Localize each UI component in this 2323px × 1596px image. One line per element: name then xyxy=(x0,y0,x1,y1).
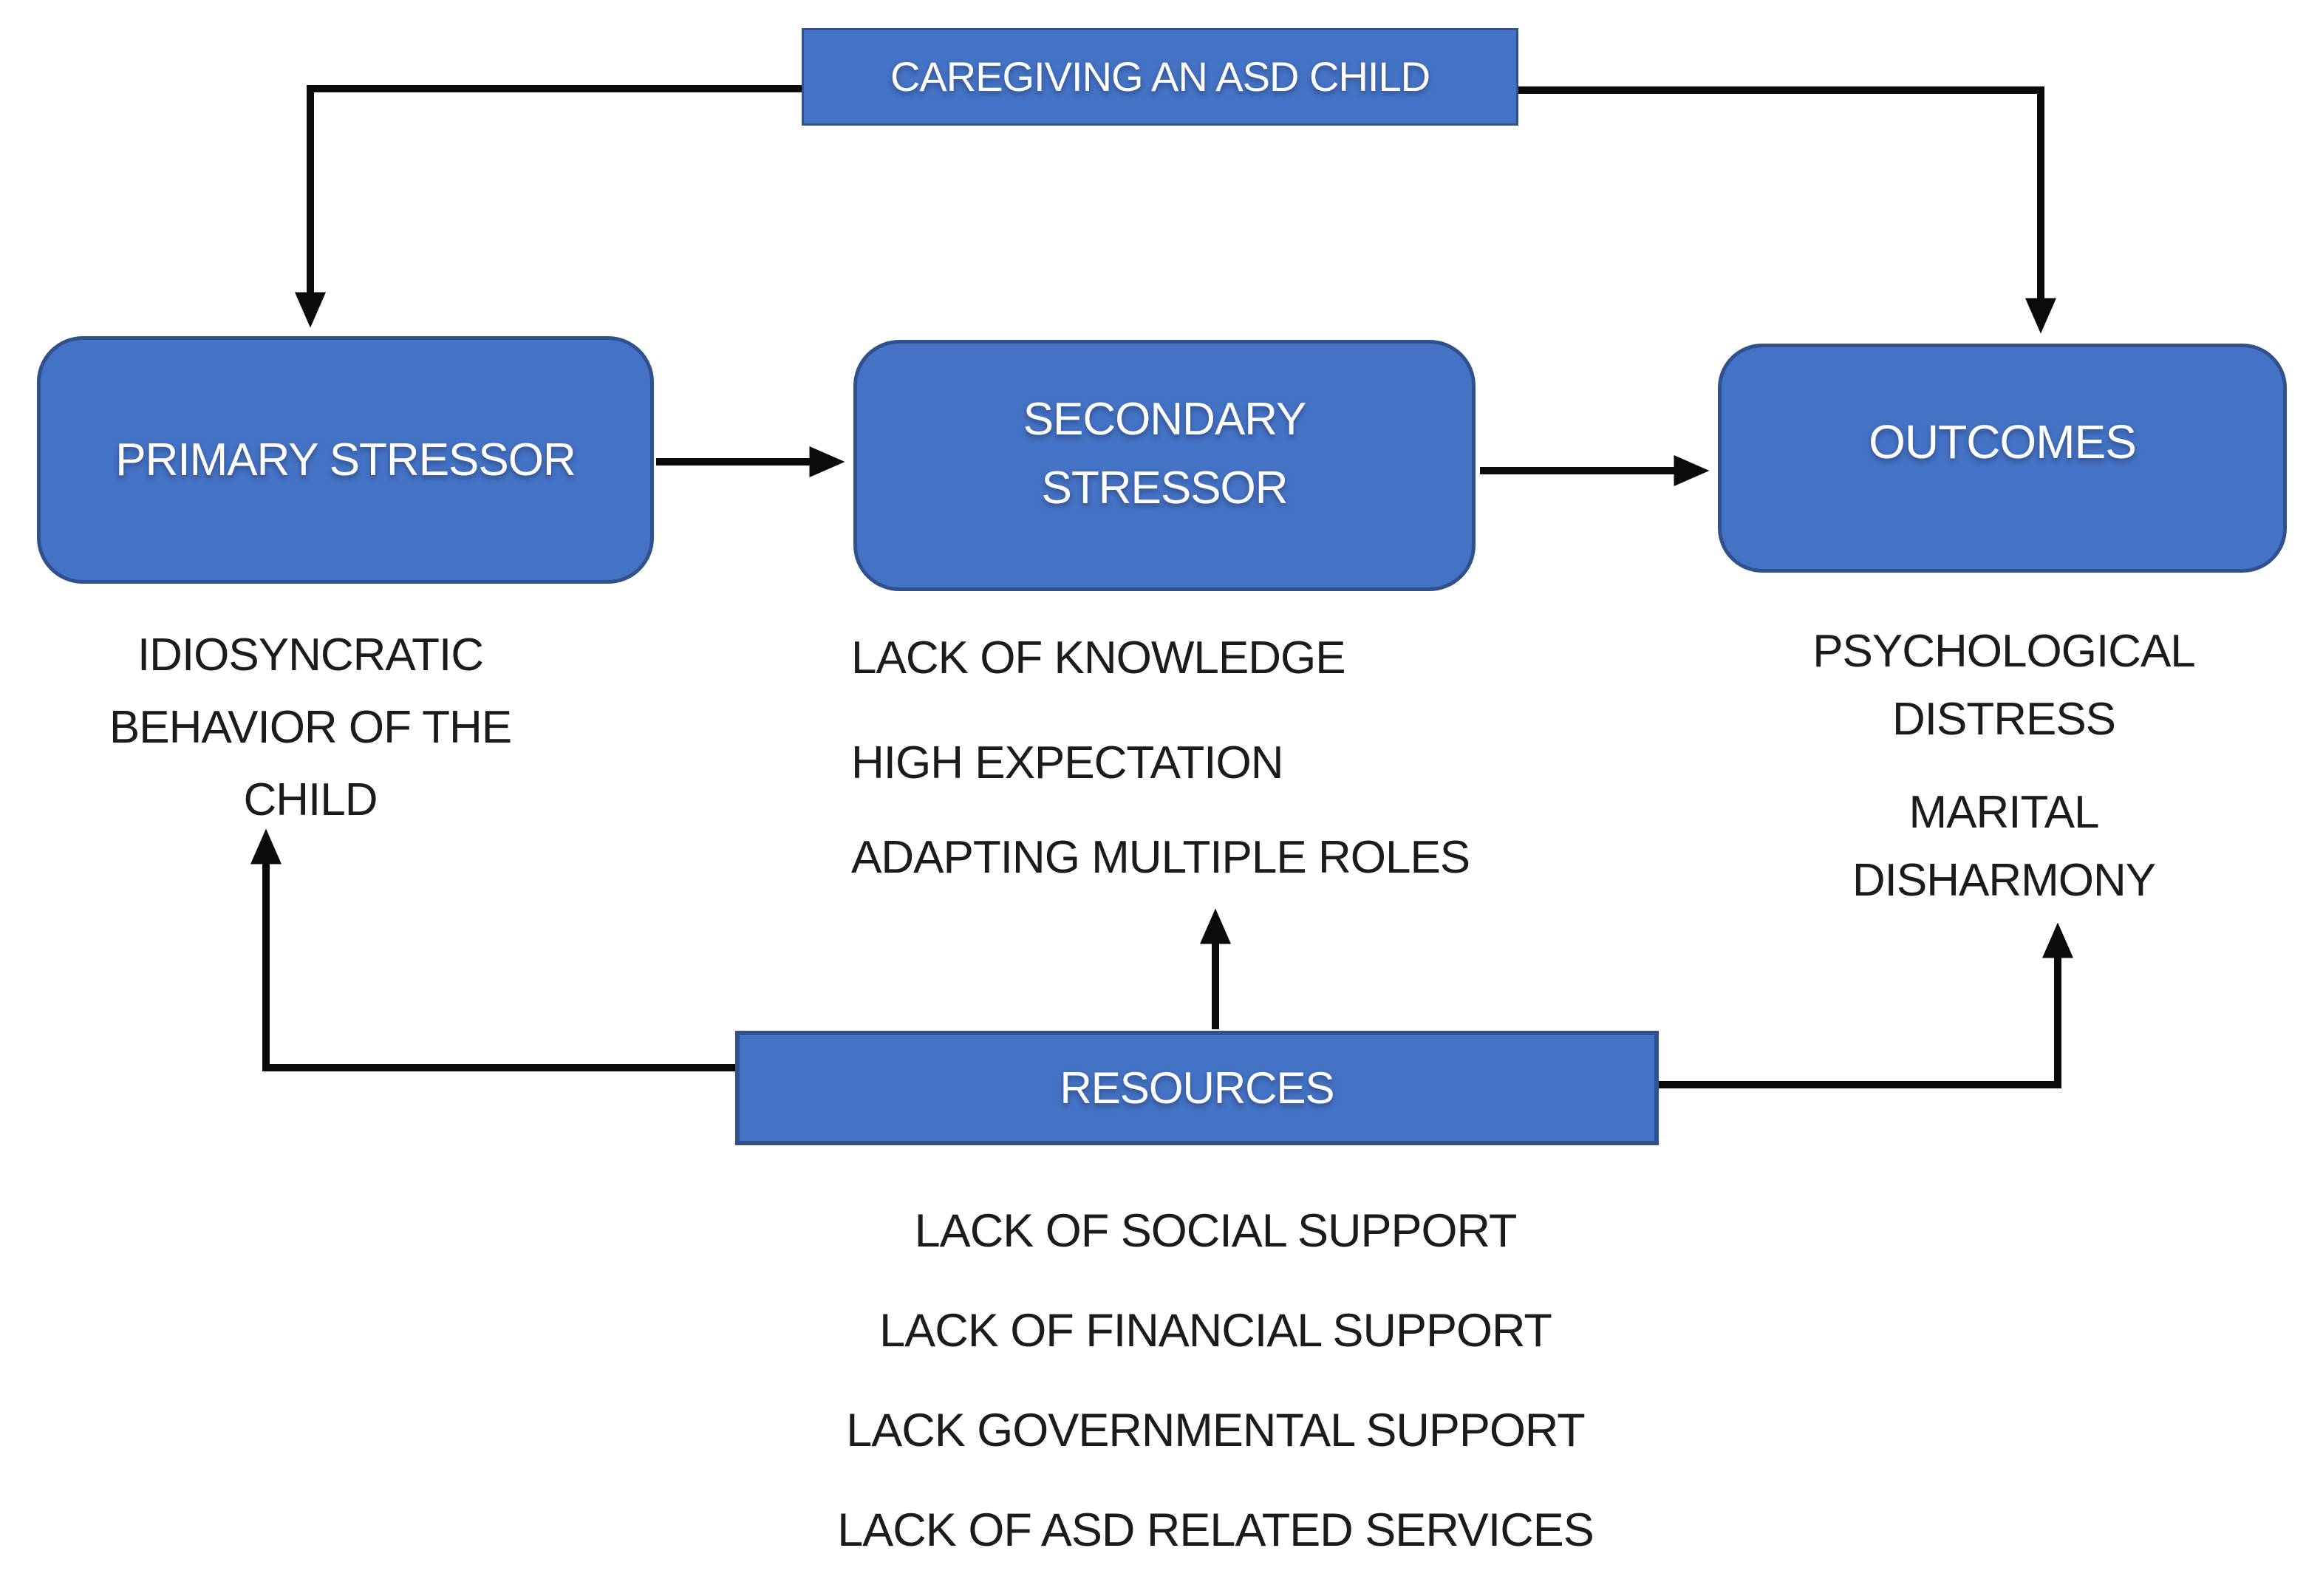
caregiving-box-label: CAREGIVING AN ASD CHILD xyxy=(890,53,1430,100)
outcomes-detail-line: MARITAL xyxy=(1908,787,2099,838)
secondary-stressor-box-label: SECONDARY STRESSOR xyxy=(1023,394,1307,514)
resources-details: LACK OF SOCIAL SUPPORT LACK OF FINANCIAL… xyxy=(754,1207,1677,1596)
primary-detail-line: BEHAVIOR OF THE xyxy=(109,702,512,753)
primary-detail-line: CHILD xyxy=(243,774,378,825)
outcomes-box-label: OUTCOMES xyxy=(1869,415,2137,468)
arrow-caregiving-to-outcomes xyxy=(1517,86,2056,334)
primary-stressor-box: PRIMARY STRESSOR xyxy=(37,336,654,584)
arrow-resources-to-outcomes-details xyxy=(1657,922,2073,1088)
secondary-detail-item: HIGH EXPECTATION xyxy=(851,737,1284,788)
outcomes-box: OUTCOMES xyxy=(1718,344,2287,573)
resources-box: RESOURCES xyxy=(735,1031,1659,1145)
resources-detail-item: LACK OF SOCIAL SUPPORT xyxy=(914,1205,1518,1257)
resources-detail-item: LACK GOVERNMENTAL SUPPORT xyxy=(846,1405,1586,1456)
outcomes-detail-line: DISHARMONY xyxy=(1852,855,2156,906)
primary-detail-line: IDIOSYNCRATIC xyxy=(137,630,484,681)
outcomes-details: PSYCHOLOGICAL DISTRESS MARITAL DISHARMON… xyxy=(1767,618,2240,915)
outcomes-detail-line: DISTRESS xyxy=(1892,694,2116,745)
primary-stressor-box-label: PRIMARY STRESSOR xyxy=(115,434,576,485)
secondary-detail-item: ADAPTING MULTIPLE ROLES xyxy=(851,832,1470,883)
resources-detail-item: LACK OF ASD RELATED SERVICES xyxy=(837,1504,1594,1556)
resources-box-label: RESOURCES xyxy=(1060,1063,1334,1113)
primary-stressor-details: IDIOSYNCRATIC BEHAVIOR OF THE CHILD xyxy=(44,619,576,836)
outcomes-detail-line: PSYCHOLOGICAL xyxy=(1812,626,2196,677)
secondary-detail-item: LACK OF KNOWLEDGE xyxy=(851,632,1346,683)
caregiving-box: CAREGIVING AN ASD CHILD xyxy=(802,28,1518,126)
arrow-resources-to-primary-details xyxy=(250,828,735,1071)
arrow-caregiving-to-primary xyxy=(295,85,802,328)
secondary-stressor-box: SECONDARY STRESSOR xyxy=(853,340,1476,591)
resources-detail-item: LACK OF FINANCIAL SUPPORT xyxy=(879,1305,1552,1357)
